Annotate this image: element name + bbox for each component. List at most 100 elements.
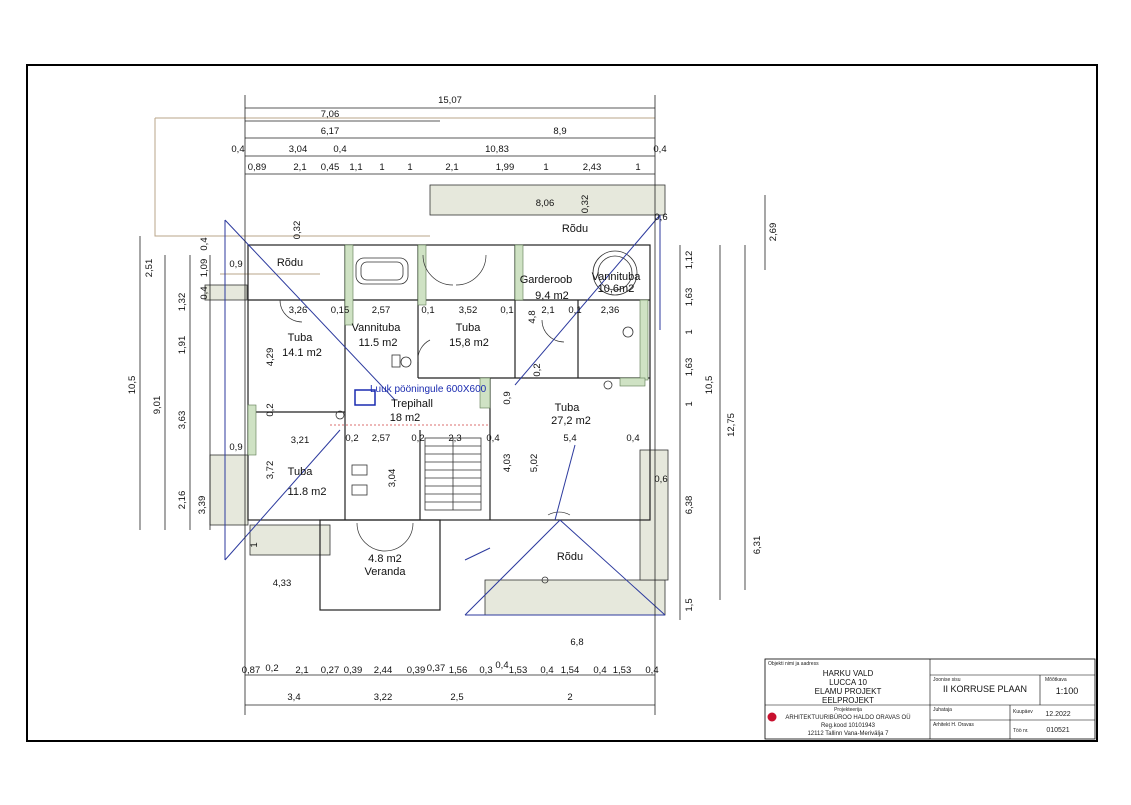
dim-label: 0,2: [532, 363, 543, 376]
dim-label: 0,4: [645, 665, 658, 676]
dim-label: 0,9: [502, 391, 513, 404]
dim-label: 8,06: [536, 198, 555, 209]
room-area: 11.8 m2: [288, 486, 327, 498]
dim-label: 0,4: [626, 433, 639, 444]
fixtures: [330, 250, 638, 584]
attic-hatch-icon: [354, 389, 376, 406]
dim-label: 4,33: [273, 578, 292, 589]
dim-label: 4,29: [265, 348, 276, 367]
dim-label: 1,32: [177, 293, 188, 312]
company-address: 12112 Tallinn Vana-Meriväljа 7: [807, 731, 889, 737]
room-name: Garderoob: [520, 274, 573, 286]
dim-label: 2,57: [372, 433, 391, 444]
dim-label: 3,22: [374, 692, 393, 703]
dim-label: 1,1: [349, 162, 362, 173]
dim-label: 1,99: [496, 162, 515, 173]
dim-label: 1: [543, 162, 548, 173]
column-icon: [541, 576, 549, 584]
dim-label: 0,1: [421, 305, 434, 316]
dim-label: 0,15: [331, 305, 350, 316]
dim-label: 0,4: [333, 144, 346, 155]
dim-label: 5,02: [529, 454, 540, 473]
annotation-attic-hatch: Luuk pööningule 600X600: [370, 384, 487, 395]
toilet-icon: [400, 356, 412, 368]
dim-label: 0,39: [407, 665, 426, 676]
dim-label: 7,06: [321, 109, 340, 120]
room-area: 10,6m2: [598, 283, 635, 295]
dim-label: 2,43: [583, 162, 602, 173]
dim-label: 4,8: [527, 310, 538, 323]
dim-label: 0,37: [427, 663, 446, 674]
dim-label: 3,04: [387, 469, 398, 488]
dim-label: 1,5: [684, 598, 695, 611]
work-label: Töö nr.: [1013, 728, 1029, 734]
room-name: Vannituba: [352, 322, 402, 334]
dim-label: 1,54: [561, 665, 580, 676]
room-area: 18 m2: [390, 412, 421, 424]
dim-label: 0,4: [495, 660, 508, 671]
round-bathtub-icon: [592, 250, 638, 296]
dim-label: 2,69: [768, 223, 779, 242]
dim-label: 0,39: [344, 665, 363, 676]
dim-label: 3,21: [291, 435, 310, 446]
lead-label: Juhataja: [933, 707, 952, 713]
date-label: Kuupäev: [1013, 709, 1033, 715]
dim-label: 3,4: [287, 692, 300, 703]
dim-label: 0,2: [345, 433, 358, 444]
architect-name: Arhitekt H. Oravas: [933, 722, 974, 728]
dim-label: 9,01: [152, 396, 163, 415]
dim-label: 5,4: [563, 433, 576, 444]
room-area: 14.1 m2: [282, 347, 322, 359]
dim-label: 0,4: [486, 433, 499, 444]
dim-label: 0,2: [265, 663, 278, 674]
dimension-labels-top: 15,07 7,06 6,17 8,9 0,4 3,04 0,4 10,83 0…: [231, 95, 666, 173]
scale-label: Mõõtkava: [1045, 677, 1067, 683]
dim-label: 10,5: [704, 376, 715, 395]
room-name: Tuba: [555, 402, 581, 414]
wall-infill: [247, 244, 649, 456]
dim-label: 1,53: [613, 665, 632, 676]
object-line: ELAMU PROJEKT: [815, 687, 882, 696]
dim-label: 0,3: [479, 665, 492, 676]
title-block: Objekti nimi ja aadress HARKU VALD LUCCA…: [764, 658, 1096, 740]
dim-label: 0,4: [199, 237, 210, 250]
dim-label: 4,03: [502, 454, 513, 473]
room-area: 15,8 m2: [449, 337, 489, 349]
room-area: 11.5 m2: [359, 337, 398, 349]
toilet-icon: [622, 326, 634, 338]
dim-label: 1: [407, 162, 412, 173]
dim-label: 6,38: [684, 496, 695, 515]
dim-label: 3,26: [289, 305, 308, 316]
dim-label: 3,39: [197, 496, 208, 515]
dim-label: 2,51: [144, 259, 155, 278]
dim-label: 1,63: [684, 358, 695, 377]
scale-value: 1:100: [1056, 686, 1079, 696]
dim-label: 0,1: [568, 305, 581, 316]
room-name: Rõdu: [557, 551, 583, 563]
object-label: Objekti nimi ja aadress: [768, 661, 819, 667]
sink-icon: [391, 354, 401, 368]
dim-label: 0,9: [229, 259, 242, 270]
dimension-labels-bottom: 0,87 0,2 2,1 0,27 0,39 2,44 0,39 0,37 1,…: [242, 660, 659, 703]
dim-label: 0,6: [654, 474, 667, 485]
room-name: Trepihall: [391, 398, 433, 410]
dim-label: 3,04: [289, 144, 308, 155]
dim-label: 0,4: [593, 665, 606, 676]
designer-label: Projekteerija: [834, 707, 862, 713]
designer-name: ARHITEKTUURIBÜROO HALDO ORAVAS OÜ: [785, 714, 910, 721]
column-icon: [335, 410, 345, 420]
dim-label: 6,31: [752, 536, 763, 555]
room-name: Tuba: [288, 466, 314, 478]
dim-label: 2,1: [293, 162, 306, 173]
dimension-labels-right: 2,69 1,12 1,63 1 1,63 1 10,5 12,75 6,38 …: [684, 223, 779, 612]
dim-label: 0,2: [411, 433, 424, 444]
dim-label: 0,87: [242, 665, 261, 676]
dim-label: 1,63: [684, 288, 695, 307]
dim-label: 2,1: [445, 162, 458, 173]
date-value: 12.2022: [1045, 711, 1070, 718]
sheet-name: II KORRUSE PLAAN: [943, 684, 1027, 694]
dim-label: 0,27: [321, 665, 340, 676]
dim-label: 10,83: [485, 144, 509, 155]
